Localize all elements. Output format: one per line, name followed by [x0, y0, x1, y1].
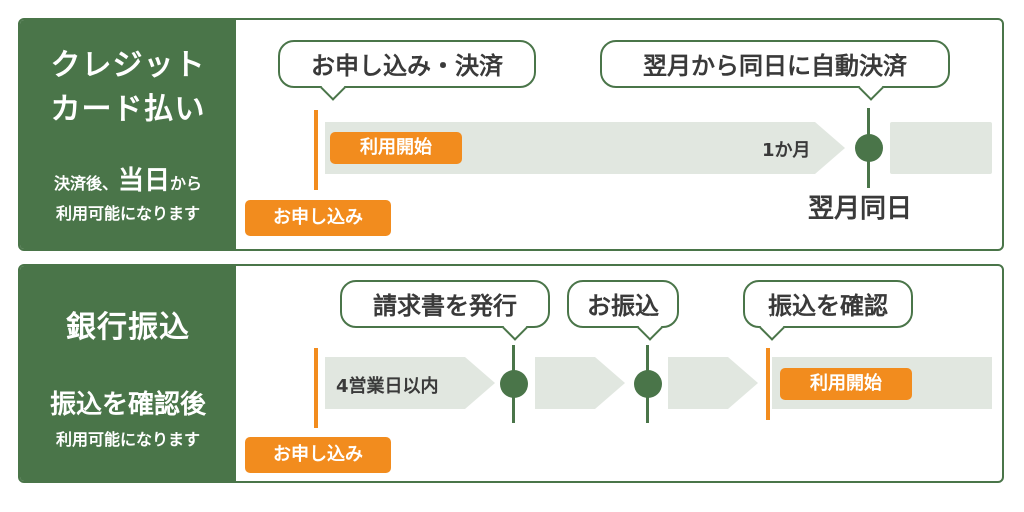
- bubble-auto-payment: 翌月から同日に自動決済: [600, 40, 950, 88]
- credit-card-note-line2: 利用可能になります: [55, 204, 200, 223]
- bank-start-line: [314, 348, 318, 428]
- card-next-month-dot: [855, 134, 883, 162]
- business-days-text: 4営業日以内: [336, 376, 439, 397]
- bank-transfer-sidebar: 銀行振込 振込を確認後 利用可能になります: [20, 266, 236, 481]
- card-start-line: [314, 110, 318, 190]
- credit-card-sidebar: クレジット カード払い 決済後、当日から 利用可能になります: [20, 20, 236, 249]
- timeline-arrow-tip: [815, 122, 845, 174]
- confirm-line: [766, 348, 770, 420]
- timeline-band-next: [890, 122, 992, 174]
- credit-card-title-line1: クレジット: [50, 48, 206, 83]
- note-suffix: から: [170, 174, 203, 193]
- one-month-text: 1か月: [762, 140, 811, 161]
- bubble-issue-invoice: 請求書を発行: [340, 280, 550, 328]
- card-use-start-label: 利用開始: [330, 132, 462, 164]
- card-apply-label: お申し込み: [245, 200, 391, 236]
- bubble-confirm-transfer: 振込を確認: [743, 280, 913, 328]
- bank-arrow-tip-1: [465, 357, 495, 409]
- bank-band-business-days: [325, 357, 465, 409]
- bank-arrow-tip-2: [595, 357, 625, 409]
- bubble-apply-and-pay: お申し込み・決済: [278, 40, 536, 88]
- transfer-dot: [634, 370, 662, 398]
- credit-card-title-line2: カード払い: [50, 92, 206, 127]
- bank-transfer-title: 銀行振込: [66, 310, 190, 345]
- bank-arrow-tip-3: [728, 357, 758, 409]
- invoice-dot: [500, 370, 528, 398]
- bank-use-start-label: 利用開始: [780, 368, 912, 400]
- bank-band-segment-2: [535, 357, 595, 409]
- credit-card-note-line1: 決済後、当日から: [20, 160, 236, 197]
- bank-transfer-note-line2: 利用可能になります: [55, 430, 200, 449]
- bank-band-segment-3: [668, 357, 728, 409]
- bank-transfer-note-line1: 振込を確認後: [49, 390, 206, 420]
- bubble-transfer: お振込: [567, 280, 679, 328]
- note-emphasis: 当日: [117, 166, 170, 196]
- bank-apply-label: お申し込み: [245, 437, 391, 473]
- note-prefix: 決済後、: [53, 174, 118, 193]
- next-month-same-day-text: 翌月同日: [808, 194, 913, 224]
